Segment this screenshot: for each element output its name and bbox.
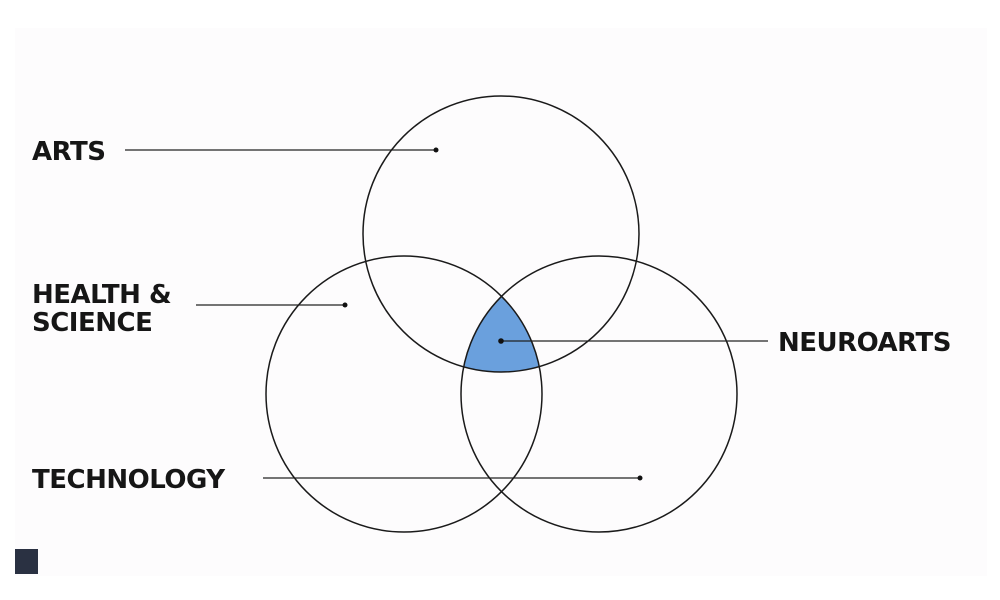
neuroarts-label: NEUROARTS — [778, 328, 951, 358]
technology-label: TECHNOLOGY — [32, 465, 226, 495]
neuroarts-dot — [498, 338, 504, 344]
health-dot — [342, 302, 348, 308]
arts-label: ARTS — [32, 137, 105, 167]
arts-dot — [433, 147, 439, 153]
health-label-line1: HEALTH & — [32, 280, 171, 310]
corner-square-icon — [15, 549, 38, 574]
health-label-line2: SCIENCE — [32, 308, 152, 338]
technology-dot — [637, 475, 643, 481]
health-science-circle — [265, 255, 543, 533]
arts-circle — [362, 95, 640, 373]
technology-circle — [460, 255, 738, 533]
